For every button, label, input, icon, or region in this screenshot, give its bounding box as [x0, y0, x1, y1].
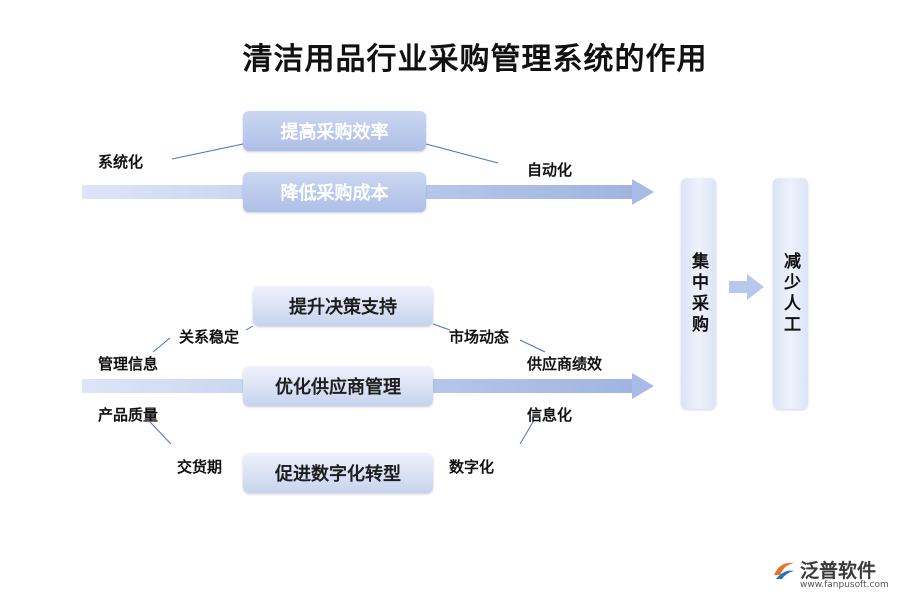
box-reduce-cost: 降低采购成本 [243, 172, 426, 212]
label-digitize: 数字化 [449, 458, 495, 476]
label-delivery: 交货期 [177, 458, 223, 476]
line-automate [425, 143, 499, 164]
line-systematize [171, 143, 244, 160]
center-to-reduce-arrow [729, 274, 764, 300]
label-supplier-perf: 供应商绩效 [527, 355, 603, 373]
box-improve-efficiency: 提高采购效率 [243, 111, 426, 151]
reduce-labor-label: 减少人工 [780, 251, 800, 336]
label-product-quality: 产品质量 [98, 406, 159, 424]
label-market-dynamics: 市场动态 [449, 328, 510, 346]
line-supplier-perf [519, 339, 546, 353]
brand-url: www.fanpusoft.com [800, 580, 889, 590]
box-centralized-purchasing: 集中采购 [681, 178, 716, 409]
box-digital-transform: 促进数字化转型 [243, 453, 433, 493]
line-mgmt-info [152, 337, 171, 353]
fanpu-logo-icon [774, 562, 794, 579]
line-product-quality [149, 421, 172, 445]
brand-logo: 泛普软件 [772, 556, 876, 583]
label-informatize: 信息化 [527, 406, 573, 424]
centralized-purchasing-label: 集中采购 [688, 251, 708, 336]
brand-name: 泛普软件 [800, 560, 877, 582]
line-informatize [519, 421, 534, 445]
connector-lines [149, 143, 546, 445]
line-stable-relation [245, 325, 254, 331]
line-market-dynamics [432, 323, 451, 331]
box-supplier-mgmt: 优化供应商管理 [243, 366, 433, 406]
box-decision-support: 提升决策支持 [253, 286, 433, 326]
label-systematize: 系统化 [98, 153, 144, 171]
page-title: 清洁用品行业采购管理系统的作用 [242, 42, 708, 77]
label-mgmt-info: 管理信息 [98, 355, 159, 373]
label-automate: 自动化 [527, 161, 573, 179]
box-reduce-labor: 减少人工 [773, 178, 808, 409]
label-stable-relation: 关系稳定 [179, 328, 240, 346]
